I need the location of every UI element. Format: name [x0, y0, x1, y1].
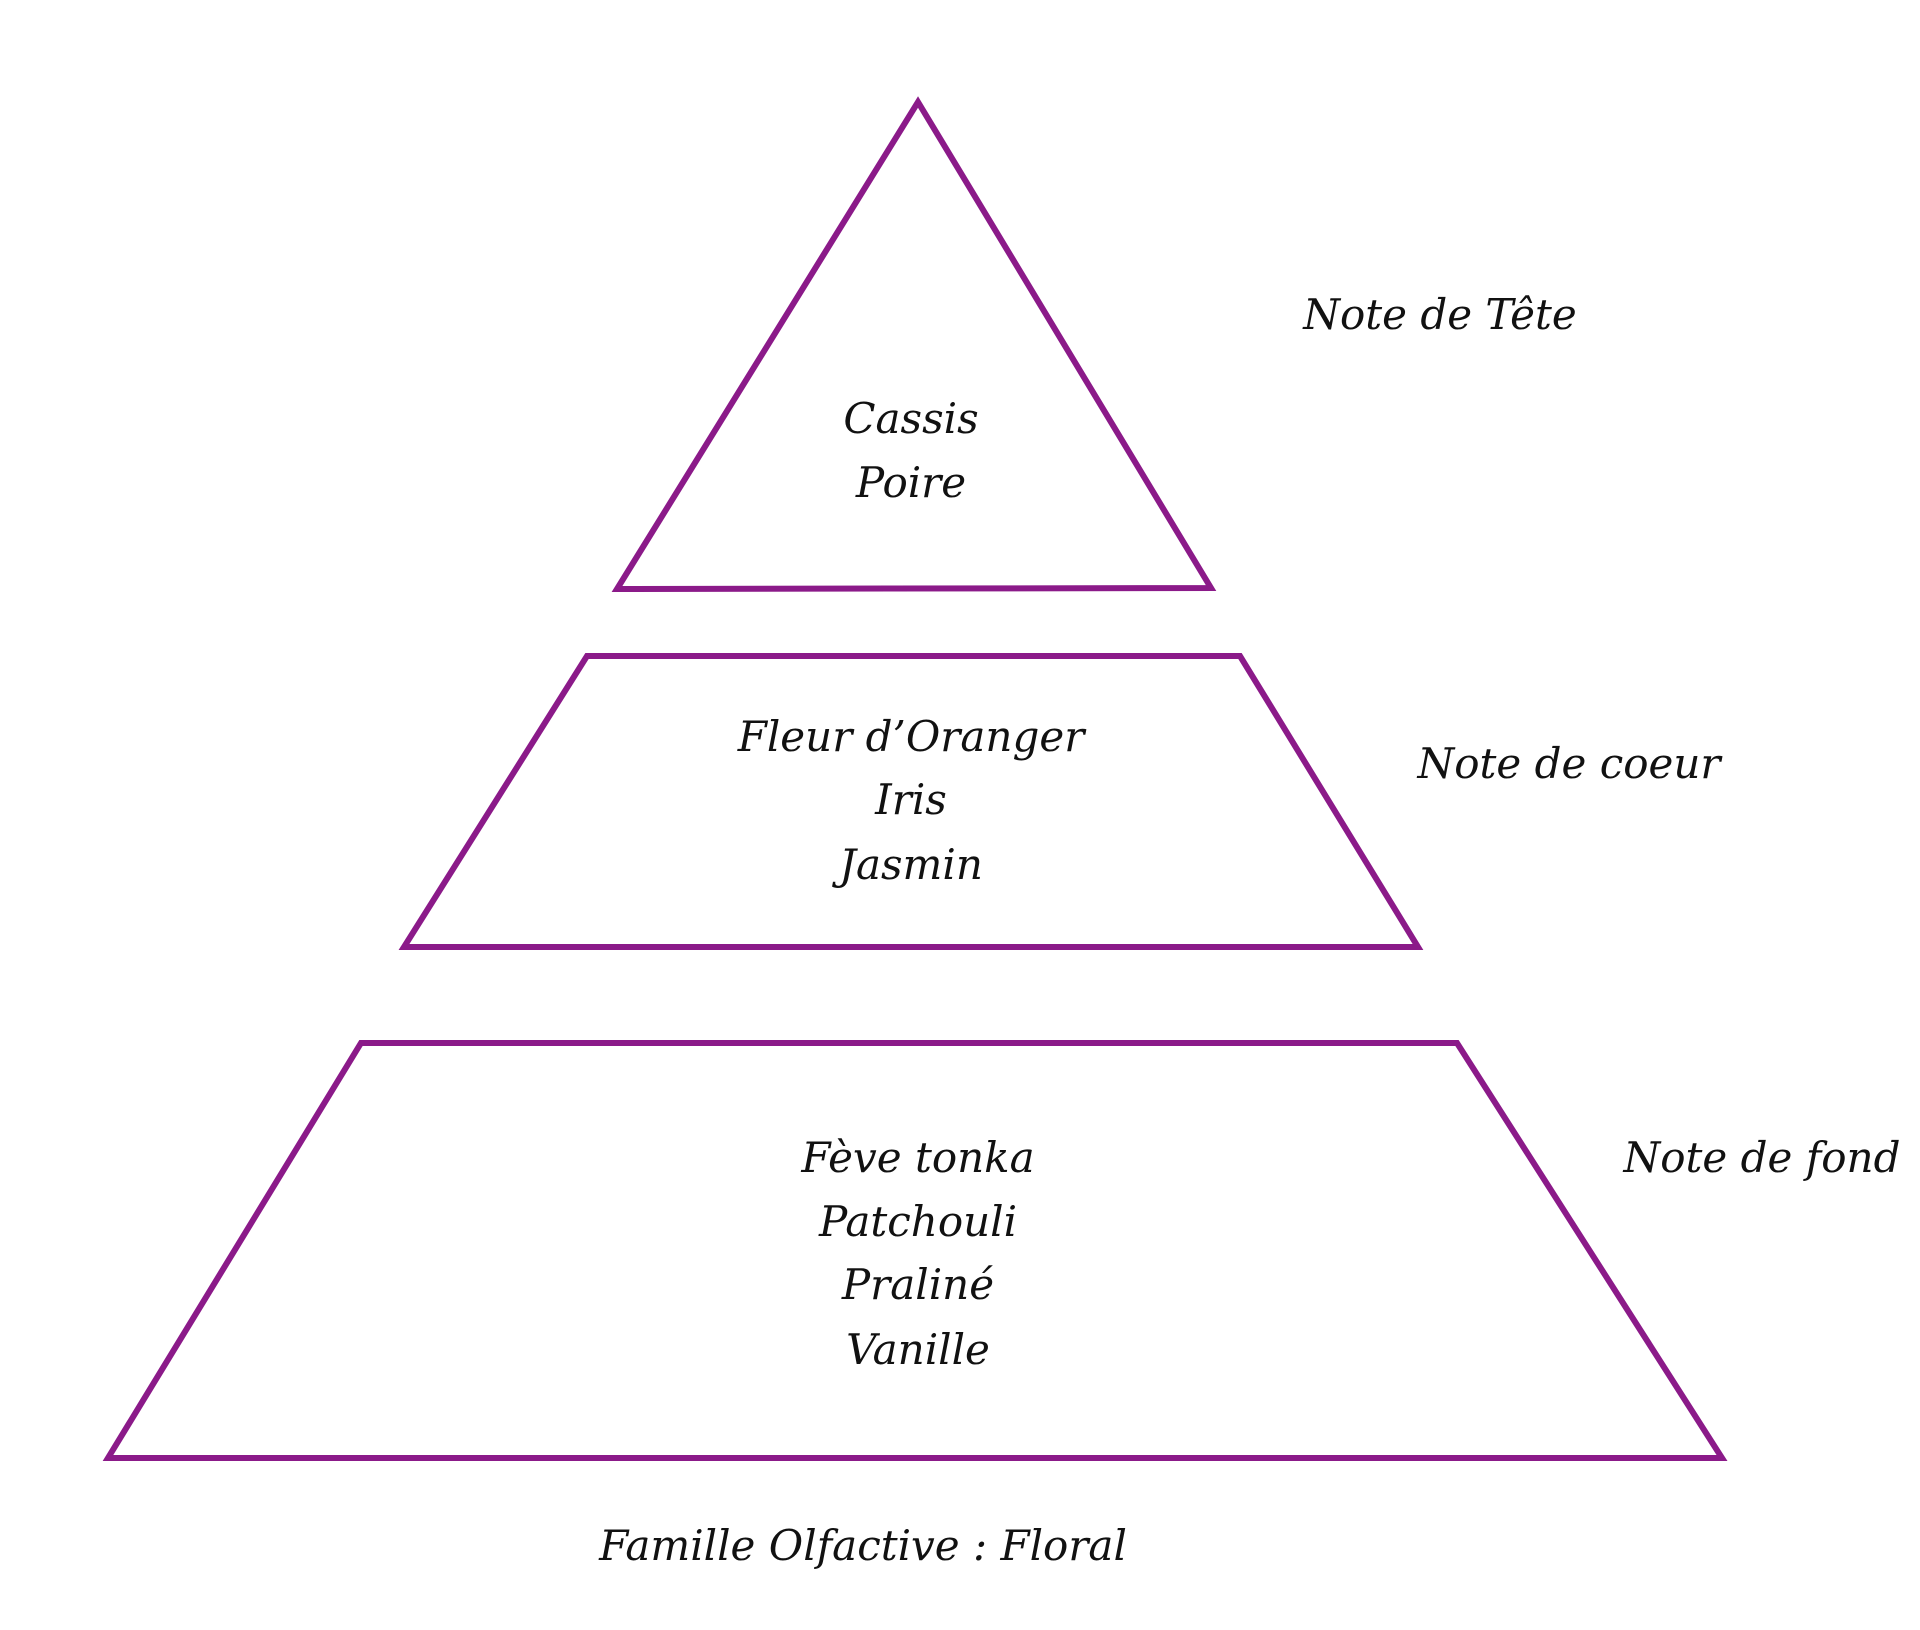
heart-note-item: Jasmin	[831, 840, 983, 889]
top-tier-triangle	[611, 96, 1217, 593]
heart-note-item: Fleur d’Oranger	[737, 712, 1087, 761]
base-note-item: Vanille	[846, 1325, 990, 1374]
base-tier-label: Note de fond	[1623, 1133, 1901, 1182]
base-note-item: Fève tonka	[800, 1133, 1034, 1182]
base-tier-trapezoid	[102, 1040, 1728, 1461]
top-tier-label: Note de Tête	[1302, 290, 1577, 339]
middle-tier-trapezoid	[398, 653, 1424, 950]
olfactive-family-caption: Famille Olfactive : Floral	[598, 1521, 1127, 1570]
base-note-item: Praliné	[841, 1260, 994, 1309]
top-note-item: Poire	[855, 458, 966, 507]
base-note-item: Patchouli	[818, 1197, 1017, 1246]
heart-note-item: Iris	[874, 775, 947, 824]
heart-tier-label: Note de coeur	[1416, 739, 1723, 788]
top-note-item: Cassis	[843, 394, 978, 443]
